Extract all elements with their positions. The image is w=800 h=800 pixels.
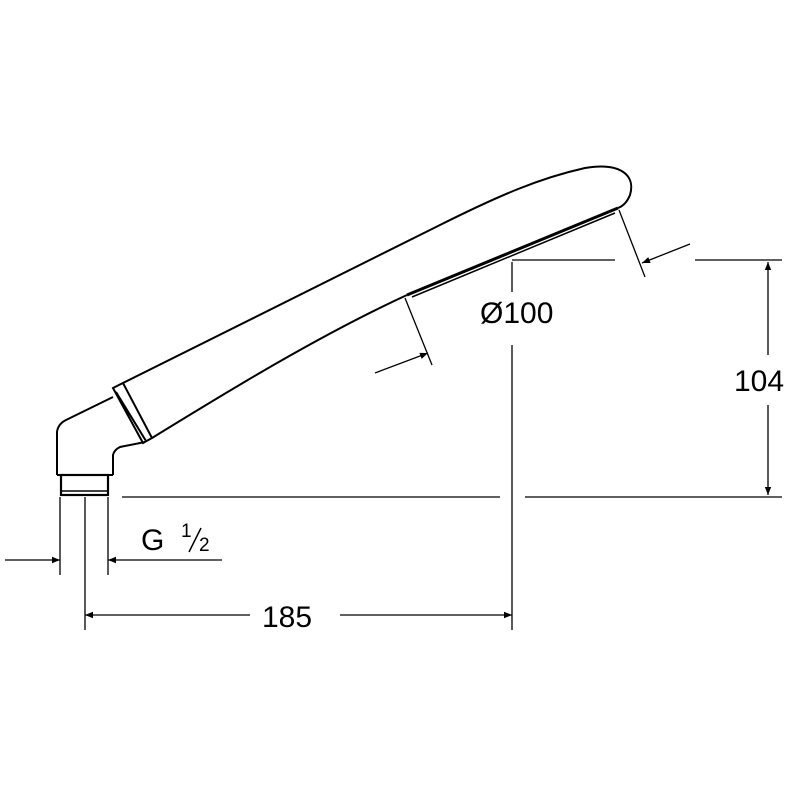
diameter-label: Ø100 bbox=[480, 297, 553, 330]
shower-handle-outline bbox=[56, 165, 633, 497]
nozzle-plate-inner bbox=[411, 212, 616, 298]
thread-label-prefix: G bbox=[141, 524, 164, 557]
thread-fraction-slash bbox=[188, 527, 202, 553]
handle-body bbox=[122, 165, 633, 439]
dimension-lines bbox=[5, 209, 782, 630]
elbow-connector bbox=[56, 396, 146, 476]
height-label: 104 bbox=[734, 365, 784, 398]
thread bbox=[59, 473, 110, 497]
length-label: 185 bbox=[262, 601, 312, 634]
thread-label-denominator: 2 bbox=[199, 535, 210, 556]
thread-label-numerator: 1 bbox=[181, 521, 192, 542]
nozzle-plate bbox=[406, 206, 619, 297]
collar-band bbox=[111, 381, 154, 445]
